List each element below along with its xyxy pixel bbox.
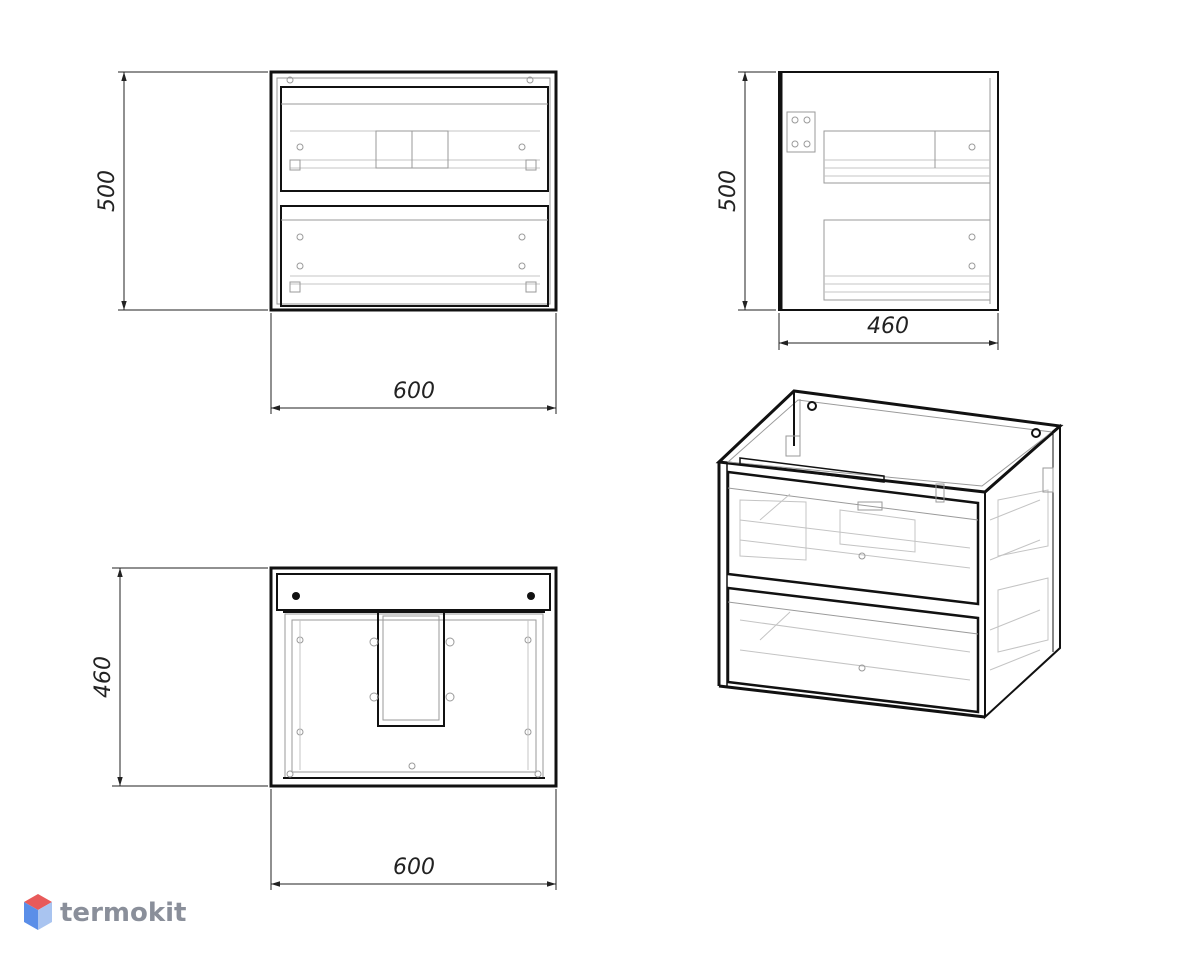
- top-width-dimension: 600: [270, 789, 557, 890]
- front-height-label: 500: [95, 170, 120, 212]
- isometric-view: [715, 389, 1064, 720]
- top-depth-label: 460: [91, 656, 116, 698]
- top-depth-dimension: 460: [91, 567, 268, 787]
- termokit-logo: termokit: [24, 894, 186, 930]
- front-view: 500 600: [95, 70, 558, 414]
- side-height-dimension: 500: [716, 71, 776, 311]
- logo-icon-right: [38, 902, 52, 930]
- front-width-label: 600: [393, 379, 435, 404]
- top-view: 460 600: [91, 566, 558, 890]
- top-width-label: 600: [393, 855, 435, 880]
- front-height-dimension: 500: [95, 71, 268, 311]
- watermark-text: termokit: [60, 898, 186, 928]
- side-depth-label: 460: [867, 314, 909, 339]
- side-height-label: 500: [716, 170, 741, 212]
- side-depth-dimension: 460: [778, 313, 999, 350]
- side-view: 500 460: [716, 71, 999, 350]
- front-width-dimension: 600: [270, 313, 557, 414]
- logo-icon-left: [24, 902, 38, 930]
